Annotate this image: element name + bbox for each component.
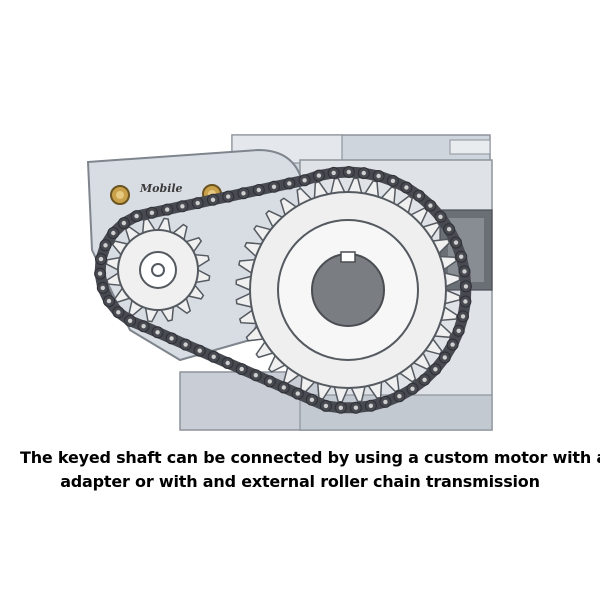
chain-pin (295, 391, 300, 396)
chain-pin (287, 181, 292, 186)
chain-pin (195, 200, 200, 206)
roller-chain (94, 166, 472, 414)
chain-pin (422, 377, 427, 382)
chain-pin (165, 207, 170, 212)
caption-line-2: adapter or with and external roller chai… (60, 472, 540, 491)
chain-pin (211, 354, 216, 359)
chain-pin (253, 373, 258, 378)
chain-pin (433, 367, 438, 372)
small-sprocket (117, 229, 199, 311)
chain-pin (103, 243, 108, 248)
chain-pin (180, 204, 185, 209)
chain-pin (169, 336, 174, 341)
chain-pin (100, 285, 106, 291)
chain-pin (410, 386, 415, 391)
chain-pin (271, 184, 277, 189)
chain-pin (390, 178, 396, 184)
chain-pin (197, 348, 202, 353)
shaft-hub (311, 253, 385, 327)
chain-pin (98, 256, 104, 262)
chain-pin (346, 169, 351, 175)
chain-pin (241, 191, 246, 196)
chain-pin (281, 385, 286, 390)
chain-pin (225, 360, 230, 366)
chain-pin (239, 366, 244, 372)
chain-pin (438, 214, 443, 219)
chain-pin (446, 227, 452, 232)
chain-pin (463, 284, 469, 289)
chain-drive-illustration: Mobile (86, 134, 493, 431)
chain-pin (338, 405, 343, 410)
chain-pin (428, 203, 433, 208)
chain-pin (397, 394, 402, 399)
caption-line-1: The keyed shaft can be connected by usin… (20, 448, 600, 467)
large-sprocket (249, 191, 447, 389)
chain-pin (368, 403, 374, 408)
chain-pin (442, 355, 447, 360)
chain-pin (267, 379, 272, 384)
chain-pin (97, 271, 103, 276)
chain-pin (226, 194, 231, 199)
chain-pin (416, 193, 422, 198)
plate-label: Mobile (139, 182, 183, 195)
chain-pin (463, 299, 468, 304)
chain-pin (316, 173, 322, 178)
chain-link-plates (94, 166, 472, 414)
chain-pin (404, 185, 409, 190)
chain-pin (127, 318, 133, 323)
chain-pin (121, 220, 127, 226)
chain-pin (155, 330, 160, 335)
chain-pin (453, 240, 459, 245)
chain-pin (141, 324, 146, 329)
chain-pin (106, 298, 112, 304)
chain-pin (149, 210, 155, 215)
chain-pin (256, 187, 261, 193)
chain-pin (116, 310, 121, 315)
chain-pin (459, 254, 464, 259)
chain-pin (353, 405, 359, 410)
chain-pin (331, 170, 336, 176)
chain-pin (309, 397, 315, 402)
chain-pin (456, 328, 461, 333)
chain-pin (462, 269, 467, 274)
chain-pin (111, 230, 116, 236)
caption: The keyed shaft can be connected by usin… (20, 446, 600, 494)
keyway (340, 251, 356, 263)
chain-pin (134, 213, 139, 219)
chain-pin (450, 342, 455, 347)
chain-pin (210, 197, 216, 202)
chain-pin (323, 403, 329, 409)
chain-pin (183, 342, 188, 347)
chain-pin (302, 178, 307, 183)
chain-pin (361, 170, 366, 176)
chain-pin (376, 173, 381, 179)
chain-pin (383, 399, 388, 405)
chain-pin (460, 314, 466, 319)
